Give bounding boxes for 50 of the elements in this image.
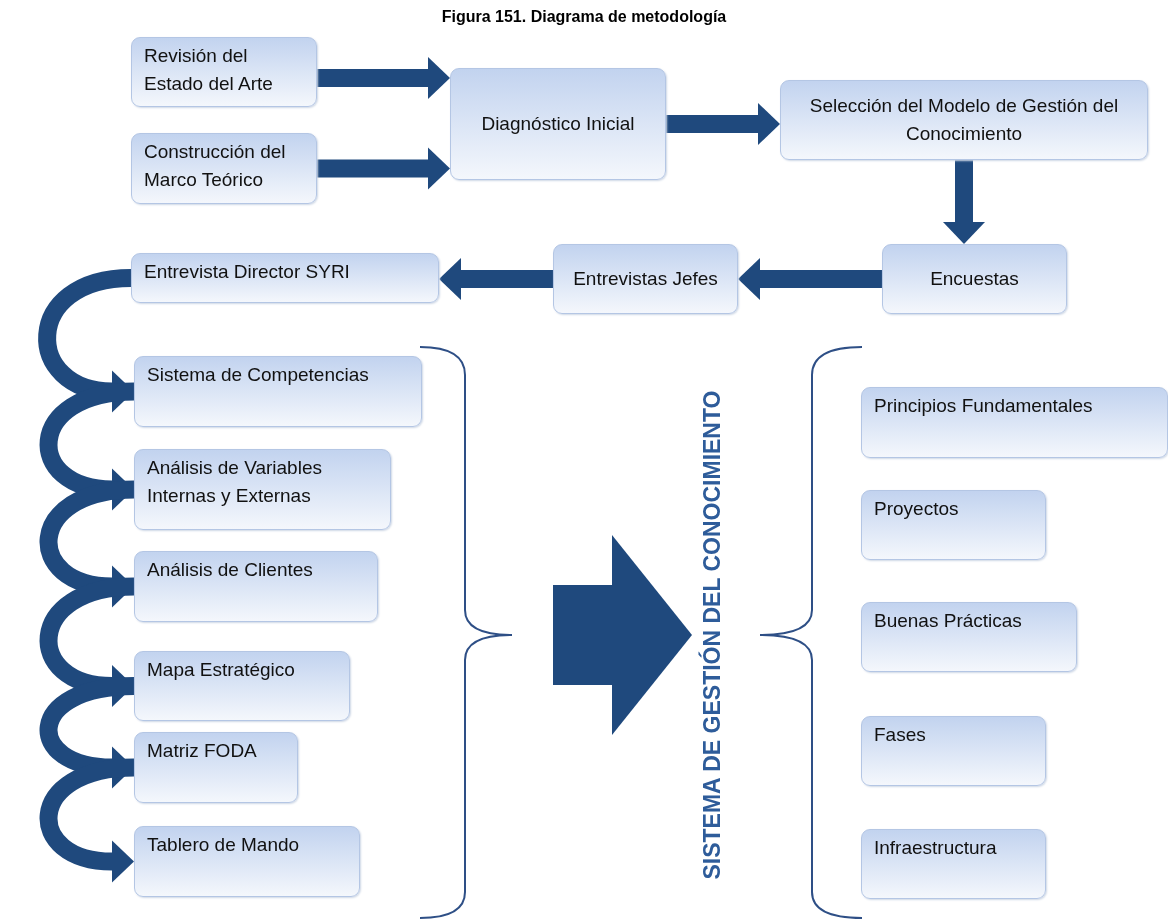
curved-arrow [39,758,135,883]
box-label: Principios Fundamentales [874,394,1094,418]
vertical-heading-text: SISTEMA DE GESTIÓN DEL CONOCIMIENTO [692,365,732,905]
figure-title: Figura 151. Diagrama de metodología [440,8,728,26]
process-box [134,356,422,427]
process-box [553,244,738,314]
box-label: Análisis de Clientes [147,558,314,582]
box-label: Encuestas [930,267,1019,292]
process-box [861,602,1077,672]
process-box [134,449,391,530]
process-box [131,37,317,107]
box-label: Tablero de Mando [147,833,301,857]
box-label: Diagnóstico Inicial [481,112,635,137]
process-box [131,253,439,303]
curved-arrow [39,677,135,789]
block-arrow [666,103,780,145]
process-box [450,68,666,180]
block-arrow [317,57,450,99]
process-box [861,490,1046,560]
box-label: Sistema de Competencias [147,363,370,387]
process-box [134,651,350,721]
process-box [134,551,378,622]
block-arrow [317,147,450,190]
process-box [861,829,1046,899]
process-box [861,716,1046,786]
process-box [882,244,1067,314]
box-label: Matriz FODA [147,739,258,763]
box-label: Fases [874,723,927,747]
box-label: Mapa Estratégico [147,658,296,682]
box-label: Revisión del Estado del Arte [144,44,274,96]
box-label: Buenas Prácticas [874,609,1023,633]
box-label: Entrevista Director SYRI [144,260,351,284]
box-label: Infraestructura [874,836,998,860]
box-label: Proyectos [874,497,960,521]
curved-arrow [39,577,135,707]
box-label: Selección del Modelo de Gestión del Conocimiento [808,94,1120,146]
box-label: Construcción del Marco Teórico [144,140,287,192]
process-box [134,826,360,897]
curved-arrow [39,480,135,608]
block-arrow [439,258,553,300]
block-arrow [943,160,985,244]
process-box [780,80,1148,160]
process-box [861,387,1168,458]
box-label: Entrevistas Jefes [573,267,718,292]
curved-arrow [39,382,135,511]
process-box [131,133,317,204]
large-block-arrow [553,535,692,735]
process-box [134,732,298,803]
block-arrow [738,258,882,300]
box-label: Análisis de Variables Internas y Externas [147,456,323,508]
